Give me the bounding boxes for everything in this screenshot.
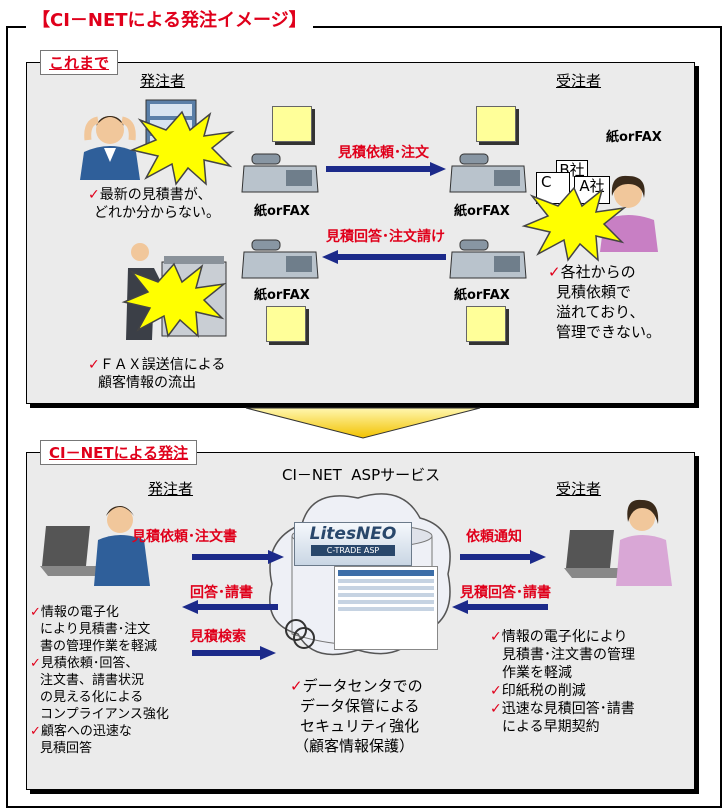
logo-main: LitesNEO bbox=[309, 524, 397, 544]
before-request-flow-label: 見積依頼･注文 bbox=[338, 145, 429, 161]
before-contractor-label: 受注者 bbox=[556, 72, 602, 90]
paper-note-icon bbox=[272, 106, 312, 142]
fax-machine-icon bbox=[449, 239, 527, 279]
left-arrow-icon bbox=[182, 600, 278, 614]
after-answer-flow-label: 見積回答･請書 bbox=[460, 585, 551, 601]
after-orderer-benefits: ✓情報の電子化 により見積書･注文 書の管理作業を軽減 ✓見積依頼･回答、 注文… bbox=[30, 605, 169, 756]
fax-label: 紙orFAX bbox=[454, 288, 510, 303]
worried-orderer-icon bbox=[80, 116, 140, 180]
after-notice-flow-label: 依頼通知 bbox=[466, 529, 522, 545]
after-contractor-label: 受注者 bbox=[556, 480, 602, 498]
left-arrow-icon bbox=[452, 600, 548, 614]
fax-label: 紙orFAX bbox=[454, 204, 510, 219]
after-center-benefits: ✓データセンタでの データ保管による セキュリティ強化 （顧客情報保護） bbox=[290, 677, 423, 755]
alert-burst-icon bbox=[121, 262, 227, 338]
right-arrow-icon bbox=[192, 550, 284, 564]
page-title: 【CI－NETによる発注イメージ】 bbox=[26, 6, 313, 32]
application-screenshot bbox=[334, 566, 438, 650]
overwhelmed-contractor-icon bbox=[600, 175, 658, 252]
before-orderer-note-1: ✓最新の見積書が、 どれか分からない。 bbox=[88, 187, 220, 221]
after-section-label: CI－NETによる発注 bbox=[40, 440, 198, 465]
before-orderer-label: 発注者 bbox=[140, 72, 186, 90]
left-arrow-icon bbox=[322, 250, 446, 264]
contractor-laptop-icon bbox=[564, 499, 672, 586]
after-orderer-label: 発注者 bbox=[148, 480, 194, 498]
fax-machine-icon bbox=[241, 239, 319, 279]
paper-note-icon bbox=[476, 106, 516, 142]
alert-burst-icon bbox=[521, 186, 627, 262]
before-orderer-note-2: ✓ＦＡＸ誤送信による 顧客情報の流出 bbox=[88, 357, 226, 391]
paper-fax-label-top: 紙orFAX bbox=[606, 130, 662, 145]
alert-burst-icon bbox=[129, 110, 235, 186]
after-reply-flow-label: 回答･請書 bbox=[190, 585, 253, 601]
service-name: CI－NET ASPサービス bbox=[282, 466, 441, 484]
after-search-flow-label: 見積検索 bbox=[190, 629, 246, 645]
fax-machine-icon bbox=[449, 153, 527, 193]
paper-note-icon bbox=[466, 306, 506, 342]
before-section-label: これまで bbox=[40, 50, 119, 75]
right-arrow-icon bbox=[326, 162, 446, 176]
after-contractor-benefits: ✓情報の電子化により 見積書･注文書の管理 作業を軽減 ✓印紙税の削減 ✓迅速な… bbox=[490, 629, 635, 735]
before-contractor-note: ✓各社からの 見積依頼で 溢れており、 管理できない。 bbox=[548, 263, 662, 341]
fax-label: 紙orFAX bbox=[254, 288, 310, 303]
fax-label: 紙orFAX bbox=[254, 204, 310, 219]
right-arrow-icon bbox=[460, 550, 546, 564]
transition-arrow-icon bbox=[245, 407, 481, 439]
before-reply-flow-label: 見積回答･注文請け bbox=[326, 229, 445, 245]
right-arrow-icon bbox=[192, 646, 276, 660]
fax-machine-icon bbox=[241, 153, 319, 193]
outer-frame bbox=[6, 26, 722, 808]
after-request-flow-label: 見積依頼･注文書 bbox=[132, 529, 237, 545]
paper-note-icon bbox=[266, 306, 306, 342]
orderer-laptop-icon bbox=[40, 506, 150, 586]
litesneo-logo: LitesNEO C-TRADE ASP bbox=[294, 522, 412, 566]
logo-sub: C-TRADE ASP bbox=[311, 545, 395, 556]
